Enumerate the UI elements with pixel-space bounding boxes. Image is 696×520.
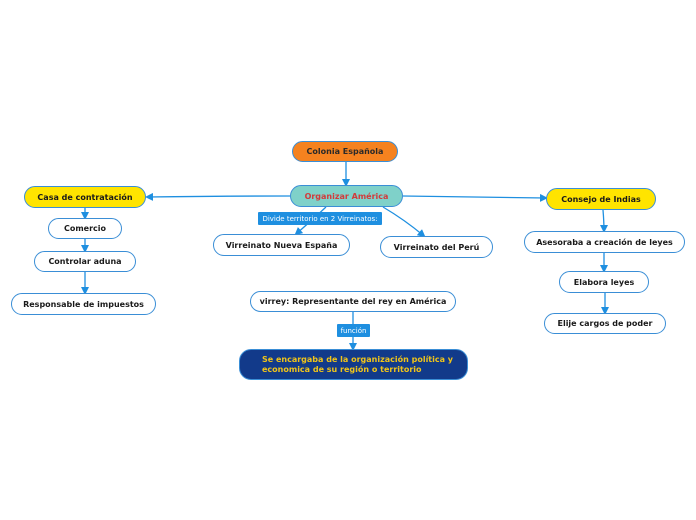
- node-consejo-indias[interactable]: Consejo de Indias: [546, 188, 656, 210]
- node-casa-contratacion[interactable]: Casa de contratación: [24, 186, 146, 208]
- node-elabora-leyes[interactable]: Elabora leyes: [559, 271, 649, 293]
- node-se-encargaba[interactable]: Se encargaba de la organización política…: [239, 349, 468, 380]
- edge-organizar-peru: [382, 206, 426, 238]
- node-colonia-espanola[interactable]: Colonia Española: [292, 141, 398, 162]
- edge-consejo-asesoraba: [599, 209, 608, 233]
- node-comercio[interactable]: Comercio: [48, 218, 122, 239]
- edge-organizar-casa: [145, 192, 291, 201]
- node-virreinato-nueva-espana[interactable]: Virreinato Nueva España: [213, 234, 350, 256]
- node-elije-cargos[interactable]: Elije cargos de poder: [544, 313, 666, 334]
- label-funcion: función: [337, 324, 370, 337]
- node-controlar-aduna[interactable]: Controlar aduna: [34, 251, 136, 272]
- node-organizar-america[interactable]: Organizar América: [290, 185, 403, 207]
- edge-organizar-consejo: [402, 193, 548, 202]
- node-asesoraba-leyes[interactable]: Asesoraba a creación de leyes: [524, 231, 685, 253]
- label-divide-territorio: Divide territorio en 2 Virreinatos:: [258, 212, 382, 225]
- node-virrey[interactable]: virrey: Representante del rey en América: [250, 291, 456, 312]
- node-virreinato-peru[interactable]: Virreinato del Perú: [380, 236, 493, 258]
- node-responsable-impuestos[interactable]: Responsable de impuestos: [11, 293, 156, 315]
